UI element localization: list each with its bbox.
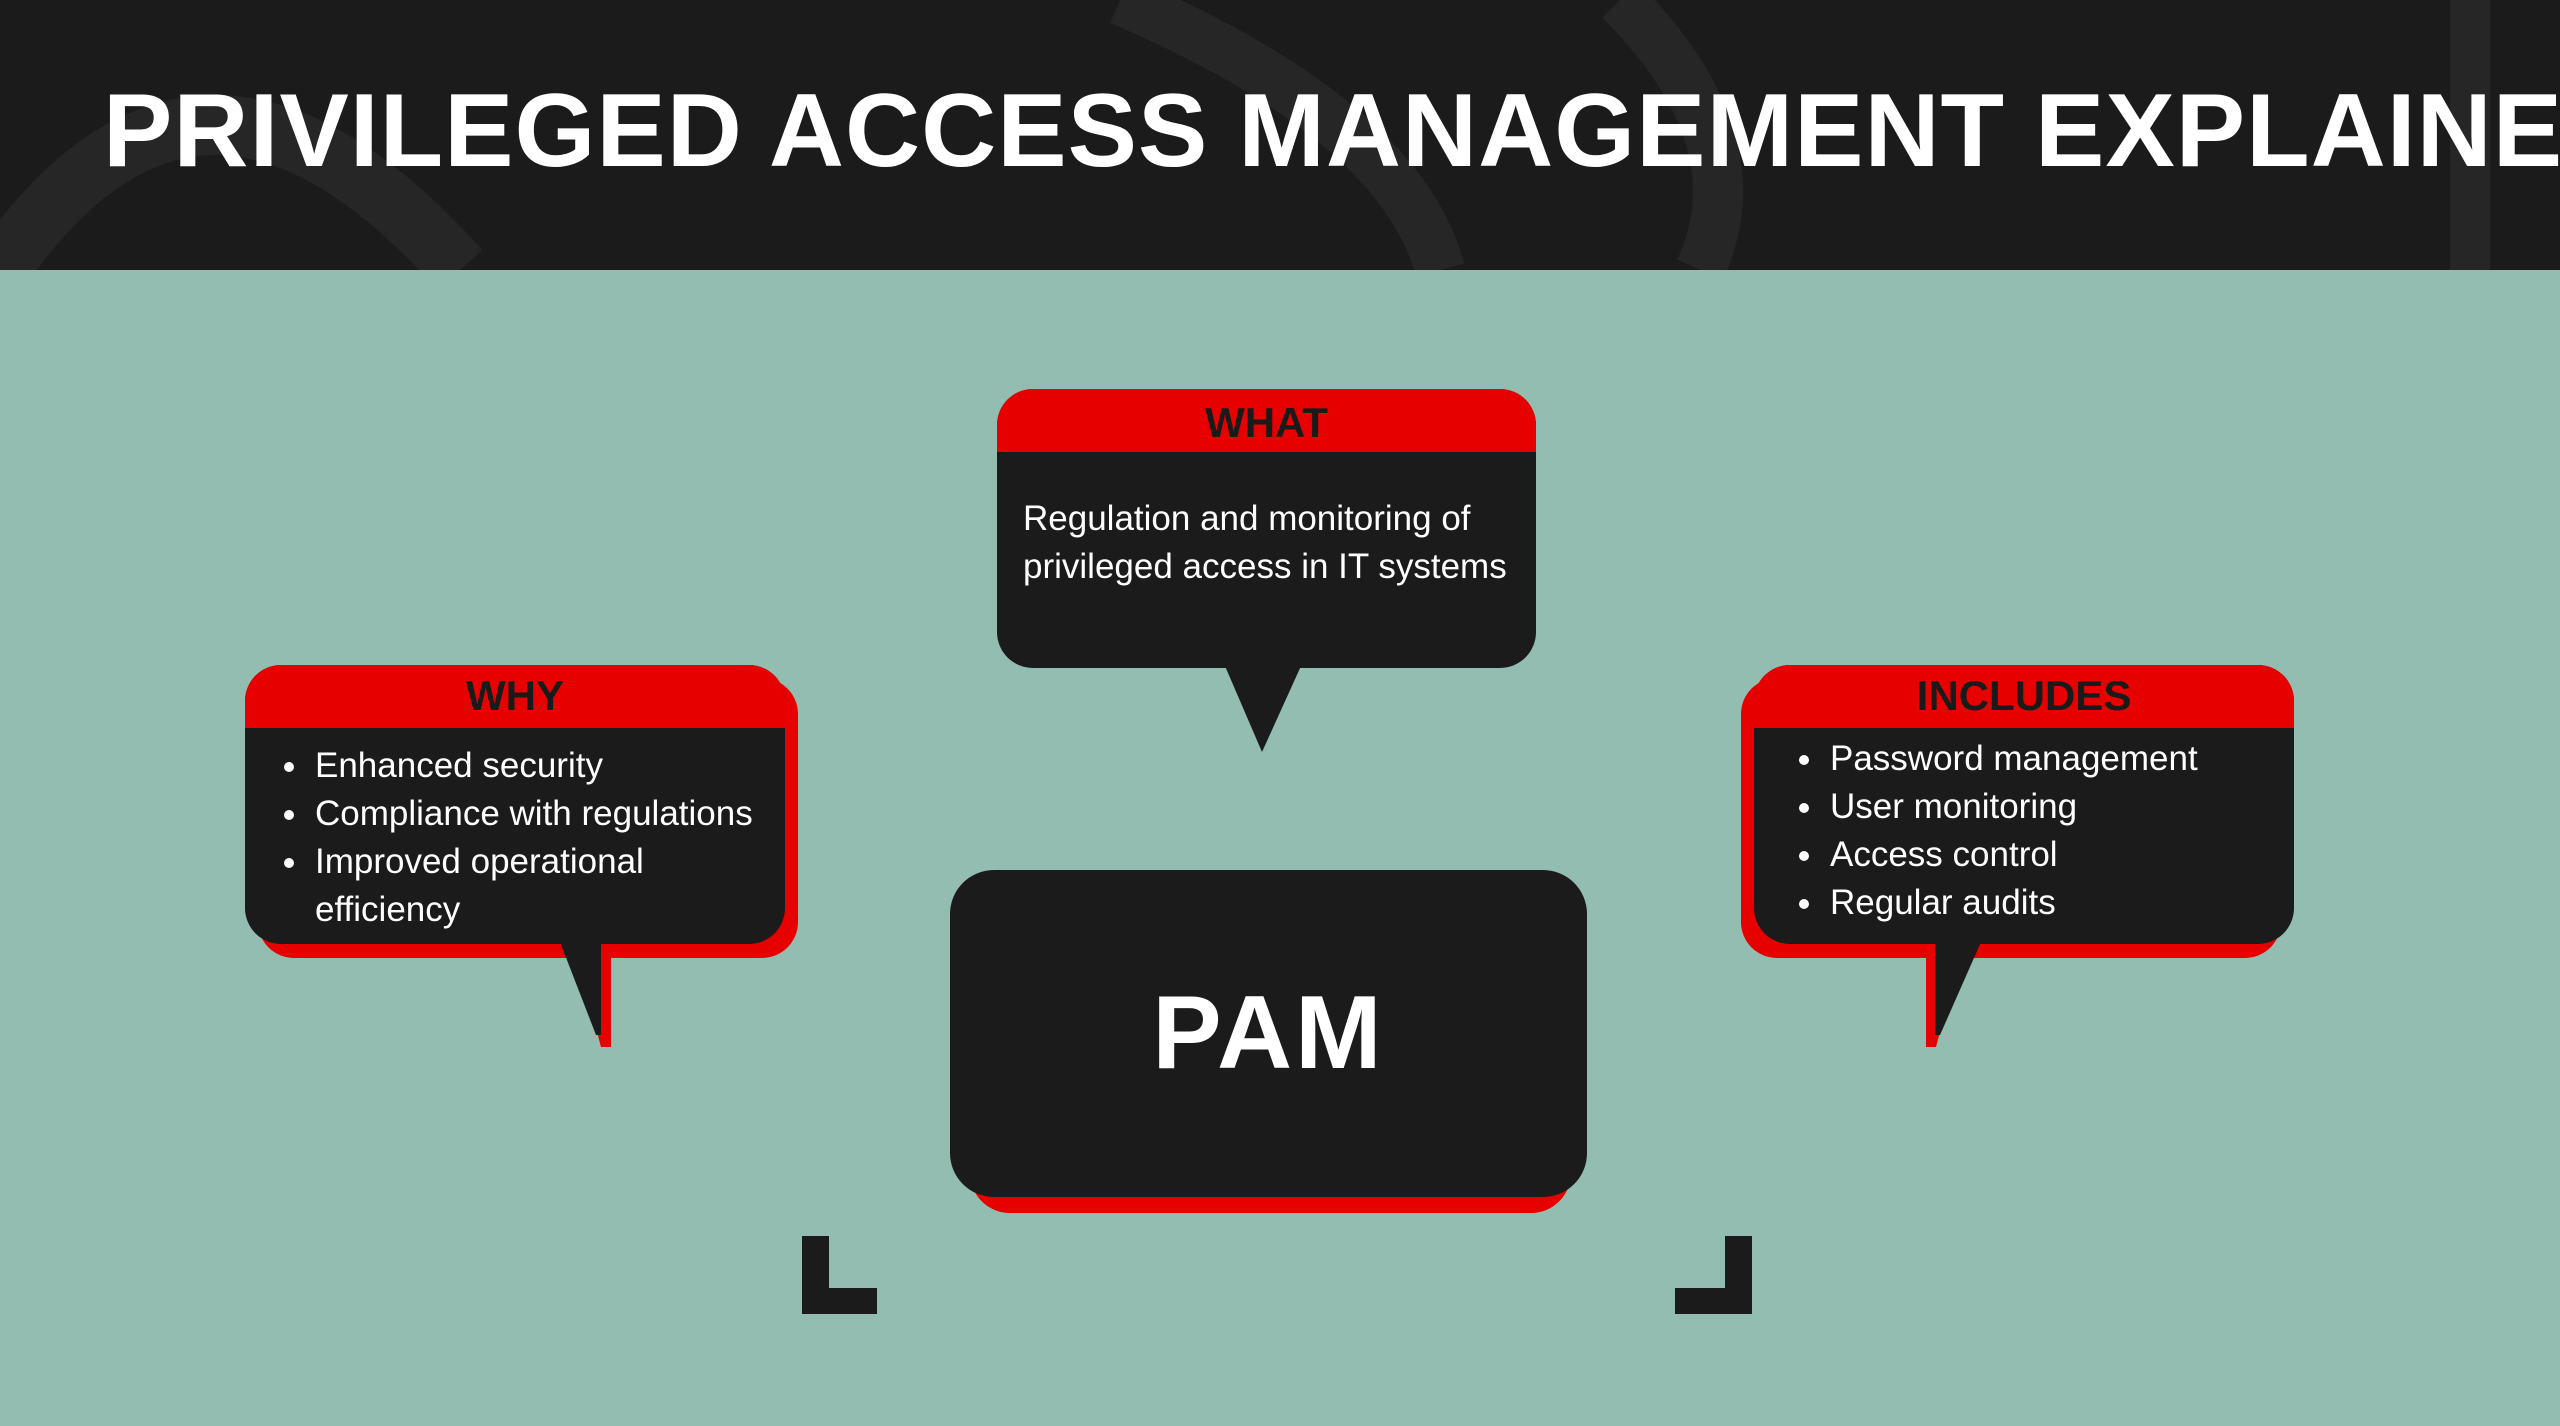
why-bubble-shape (245, 665, 798, 1047)
includes-item: Password management (1826, 735, 2300, 783)
why-heading: WHY (466, 672, 564, 719)
pam-center-label: PAM (1152, 975, 1385, 1091)
header-decoration (0, 0, 2490, 270)
why-item: Compliance with regulations (311, 790, 785, 838)
includes-bubble-shape (1741, 665, 2294, 1047)
includes-item: Access control (1826, 831, 2300, 879)
why-list: Enhanced security Compliance with regula… (245, 742, 785, 934)
what-text: Regulation and monitoring of privileged … (1023, 495, 1543, 591)
why-tail (560, 942, 601, 1035)
page-title: PRIVILEGED ACCESS MANAGEMENT EXPLAINED (103, 73, 2560, 189)
includes-tail (1935, 942, 1981, 1035)
what-line: Regulation and monitoring of (1023, 499, 1471, 538)
what-line: privileged access in IT systems (1023, 547, 1507, 586)
why-item: Improved operational efficiency (311, 838, 785, 934)
pam-box-shape (950, 870, 1587, 1213)
why-item: Enhanced security (311, 742, 785, 790)
header-banner (0, 0, 2560, 270)
what-heading: WHAT (1205, 399, 1328, 446)
includes-list: Password management User monitoring Acce… (1760, 735, 2300, 927)
what-bubble-shape (997, 389, 1536, 752)
includes-item: Regular audits (1826, 879, 2300, 927)
right-corner-bracket (1675, 1236, 1752, 1314)
what-tail (1225, 666, 1301, 752)
includes-heading: INCLUDES (1916, 672, 2132, 719)
left-corner-bracket (802, 1236, 877, 1314)
includes-item: User monitoring (1826, 783, 2300, 831)
